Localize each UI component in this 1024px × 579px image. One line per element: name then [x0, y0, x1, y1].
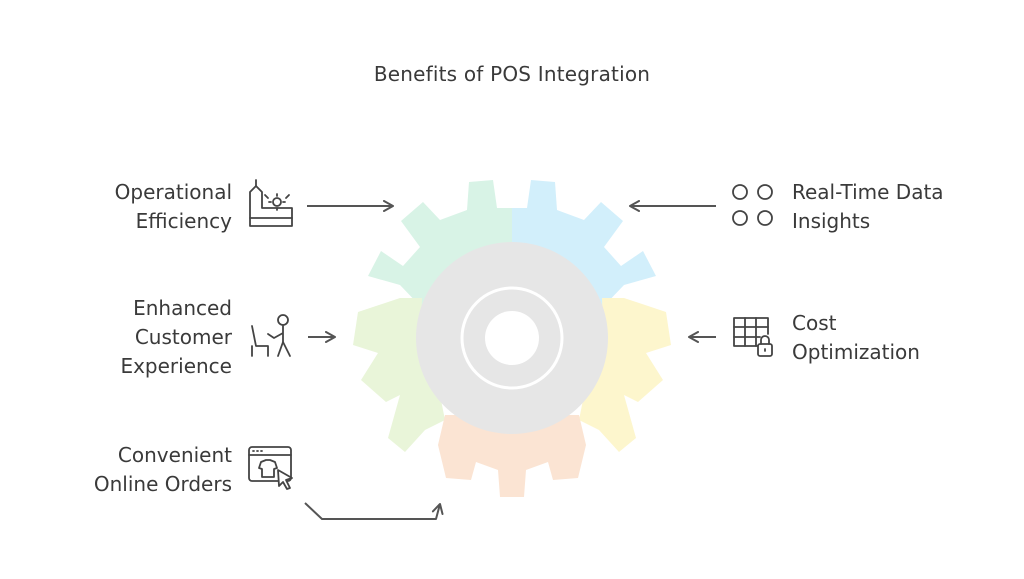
gear-inner-ring-outline	[460, 286, 564, 390]
gear-hub	[485, 311, 539, 365]
gear-segment-cost	[579, 298, 671, 452]
label-customer-line1: Enhanced	[133, 296, 232, 320]
label-operational-efficiency: Operational Efficiency	[60, 178, 232, 236]
gear-segment-customer	[353, 298, 445, 452]
label-cost-optimization: Cost Optimization	[792, 309, 992, 367]
label-convenient-online-orders: Convenient Online Orders	[40, 441, 232, 499]
arrow-online	[304, 502, 444, 520]
diagram-title: Benefits of POS Integration	[373, 62, 651, 86]
label-operational-line1: Operational	[114, 180, 232, 204]
browser-shirt-cursor-icon	[248, 446, 293, 490]
label-operational-line2: Efficiency	[135, 209, 232, 233]
spreadsheet-lock-icon	[733, 317, 773, 357]
person-chair-icon	[251, 314, 291, 357]
label-online-line2: Online Orders	[93, 472, 232, 496]
factory-gear-icon	[249, 179, 293, 227]
label-real-time-data-insights: Real-Time Data Insights	[792, 178, 992, 236]
four-circles-icon	[732, 184, 773, 226]
label-customer-line3: Experience	[120, 354, 232, 378]
label-cost-line1: Cost	[792, 311, 837, 335]
label-enhanced-customer-experience: Enhanced Customer Experience	[60, 294, 232, 381]
label-realtime-line1: Real-Time Data	[792, 180, 944, 204]
label-realtime-line2: Insights	[792, 209, 871, 233]
label-online-line1: Convenient	[117, 443, 232, 467]
gear-segment-online	[438, 415, 586, 497]
label-customer-line2: Customer	[134, 325, 232, 349]
label-cost-line2: Optimization	[792, 340, 920, 364]
